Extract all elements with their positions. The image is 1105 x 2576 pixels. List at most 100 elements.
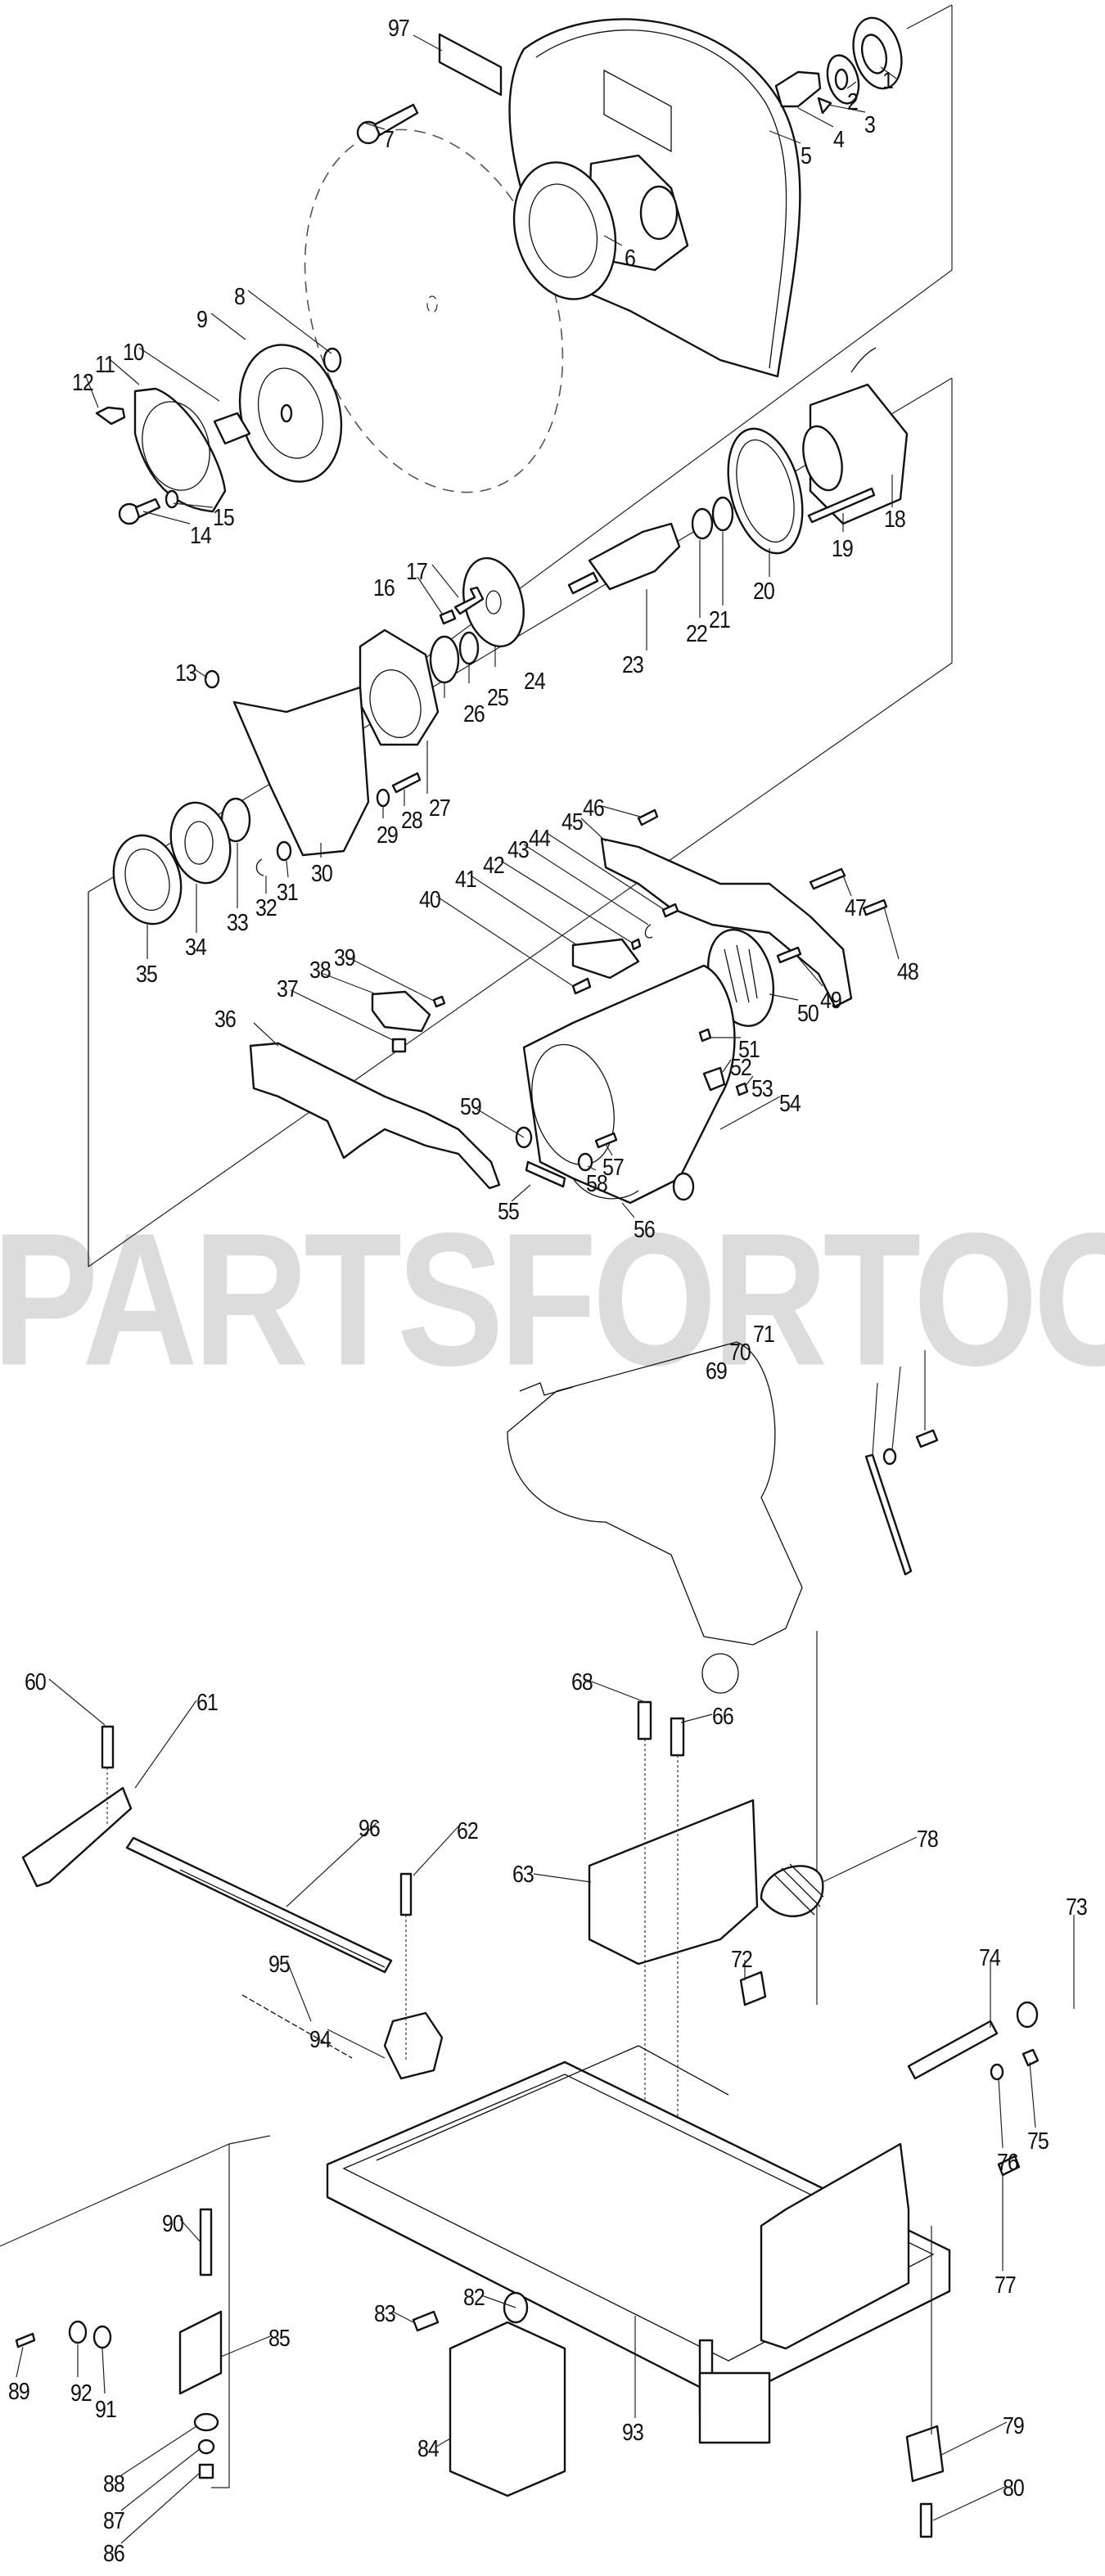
switch-38	[371, 990, 431, 1033]
hex-nut-86	[198, 2463, 214, 2479]
part-label-41: 41	[455, 866, 477, 894]
spindle	[774, 70, 822, 108]
part-label-27: 27	[429, 795, 451, 822]
part-label-86: 86	[103, 2540, 125, 2568]
washer-92	[68, 2320, 88, 2344]
part-label-19: 19	[832, 535, 854, 563]
screw-40	[571, 977, 592, 995]
washer-88	[193, 2412, 219, 2432]
guide-plate-63	[588, 1799, 759, 1966]
part-label-80: 80	[1003, 2475, 1025, 2502]
part-label-87: 87	[103, 2507, 125, 2535]
field-screw	[807, 487, 876, 524]
part-label-1: 1	[882, 67, 894, 95]
arm-pivot-boss	[701, 1653, 739, 1694]
washer-31	[276, 840, 292, 862]
part-label-66: 66	[712, 1703, 734, 1731]
screw-39	[432, 995, 446, 1008]
base-leg	[698, 2371, 771, 2444]
compression-spring	[439, 609, 457, 625]
cord-guard-56	[572, 1178, 639, 1200]
part-label-73: 73	[1066, 1894, 1088, 1921]
part-label-12: 12	[72, 369, 94, 397]
vise-plate-61	[21, 1786, 133, 1888]
cord-clamp-58	[577, 1152, 593, 1172]
part-label-55: 55	[498, 1198, 520, 1226]
part-label-15: 15	[213, 504, 235, 532]
part-label-49: 49	[820, 987, 842, 1015]
part-label-82: 82	[463, 2284, 485, 2312]
bearing-retainer-35	[112, 834, 183, 925]
part-label-59: 59	[460, 1093, 482, 1121]
part-label-44: 44	[529, 825, 551, 853]
part-label-53: 53	[751, 1075, 774, 1103]
part-label-92: 92	[70, 2380, 92, 2407]
part-label-70: 70	[729, 1339, 751, 1367]
pin-51	[698, 1028, 712, 1043]
woodruff-key	[817, 97, 832, 115]
part-label-75: 75	[1027, 2128, 1049, 2155]
torsion-spring-43	[644, 924, 653, 939]
part-label-10: 10	[123, 339, 145, 367]
part-label-39: 39	[334, 944, 356, 972]
part-label-34: 34	[185, 934, 207, 961]
retaining-ring-32	[255, 858, 264, 876]
bearing-box	[359, 628, 440, 746]
part-label-68: 68	[571, 1669, 593, 1696]
part-label-48: 48	[897, 958, 919, 986]
washer-29	[376, 788, 390, 808]
part-label-31: 31	[277, 879, 299, 907]
screw-57	[594, 1132, 618, 1149]
base-section	[0, 1341, 1075, 2544]
wing-bolt	[95, 406, 126, 426]
washer-91	[92, 2325, 112, 2349]
part-label-26: 26	[463, 700, 485, 728]
part-label-54: 54	[779, 1090, 801, 1118]
screw-49	[776, 946, 802, 964]
part-label-30: 30	[311, 860, 333, 888]
screw-47	[809, 867, 846, 890]
pin-60	[101, 1725, 115, 1769]
screw-80	[919, 2502, 933, 2538]
retaining-ring-73	[1016, 2001, 1039, 2029]
part-label-96: 96	[359, 1815, 381, 1843]
part-label-46: 46	[583, 795, 605, 822]
part-label-8: 8	[234, 283, 246, 311]
washer-8	[322, 347, 342, 373]
part-label-37: 37	[277, 975, 299, 1003]
pin-89	[15, 2332, 36, 2349]
brush-holder-cap-41	[571, 938, 640, 980]
part-label-52: 52	[730, 1054, 752, 1082]
pivot-boss	[672, 1172, 695, 1201]
arm-housing-outline	[507, 1341, 803, 1646]
part-label-38: 38	[309, 957, 332, 984]
part-label-6: 6	[625, 245, 636, 272]
cord-55	[525, 1160, 566, 1188]
part-label-3: 3	[864, 111, 876, 139]
part-label-35: 35	[136, 961, 158, 989]
part-label-94: 94	[309, 2026, 332, 2054]
washer-22	[691, 507, 714, 540]
part-label-45: 45	[562, 808, 584, 836]
part-label-90: 90	[162, 2210, 184, 2238]
hex-bolt-68	[637, 1700, 652, 1741]
part-label-23: 23	[622, 651, 644, 679]
part-label-95: 95	[268, 1951, 291, 1979]
part-label-61: 61	[196, 1689, 219, 1717]
rubber-foot-79	[905, 2425, 945, 2483]
part-label-50: 50	[797, 1000, 819, 1028]
screw-42	[630, 938, 642, 951]
part-label-36: 36	[214, 1006, 237, 1034]
part-label-5: 5	[801, 142, 812, 170]
part-label-77: 77	[994, 2272, 1017, 2299]
vise-cover-84	[449, 2321, 566, 2497]
part-label-93: 93	[622, 2419, 644, 2447]
part-label-89: 89	[8, 2378, 30, 2406]
part-label-2: 2	[847, 88, 859, 116]
part-label-58: 58	[586, 1170, 608, 1198]
part-label-13: 13	[175, 660, 197, 687]
washer-70	[882, 1448, 897, 1466]
caution-label	[438, 33, 503, 97]
